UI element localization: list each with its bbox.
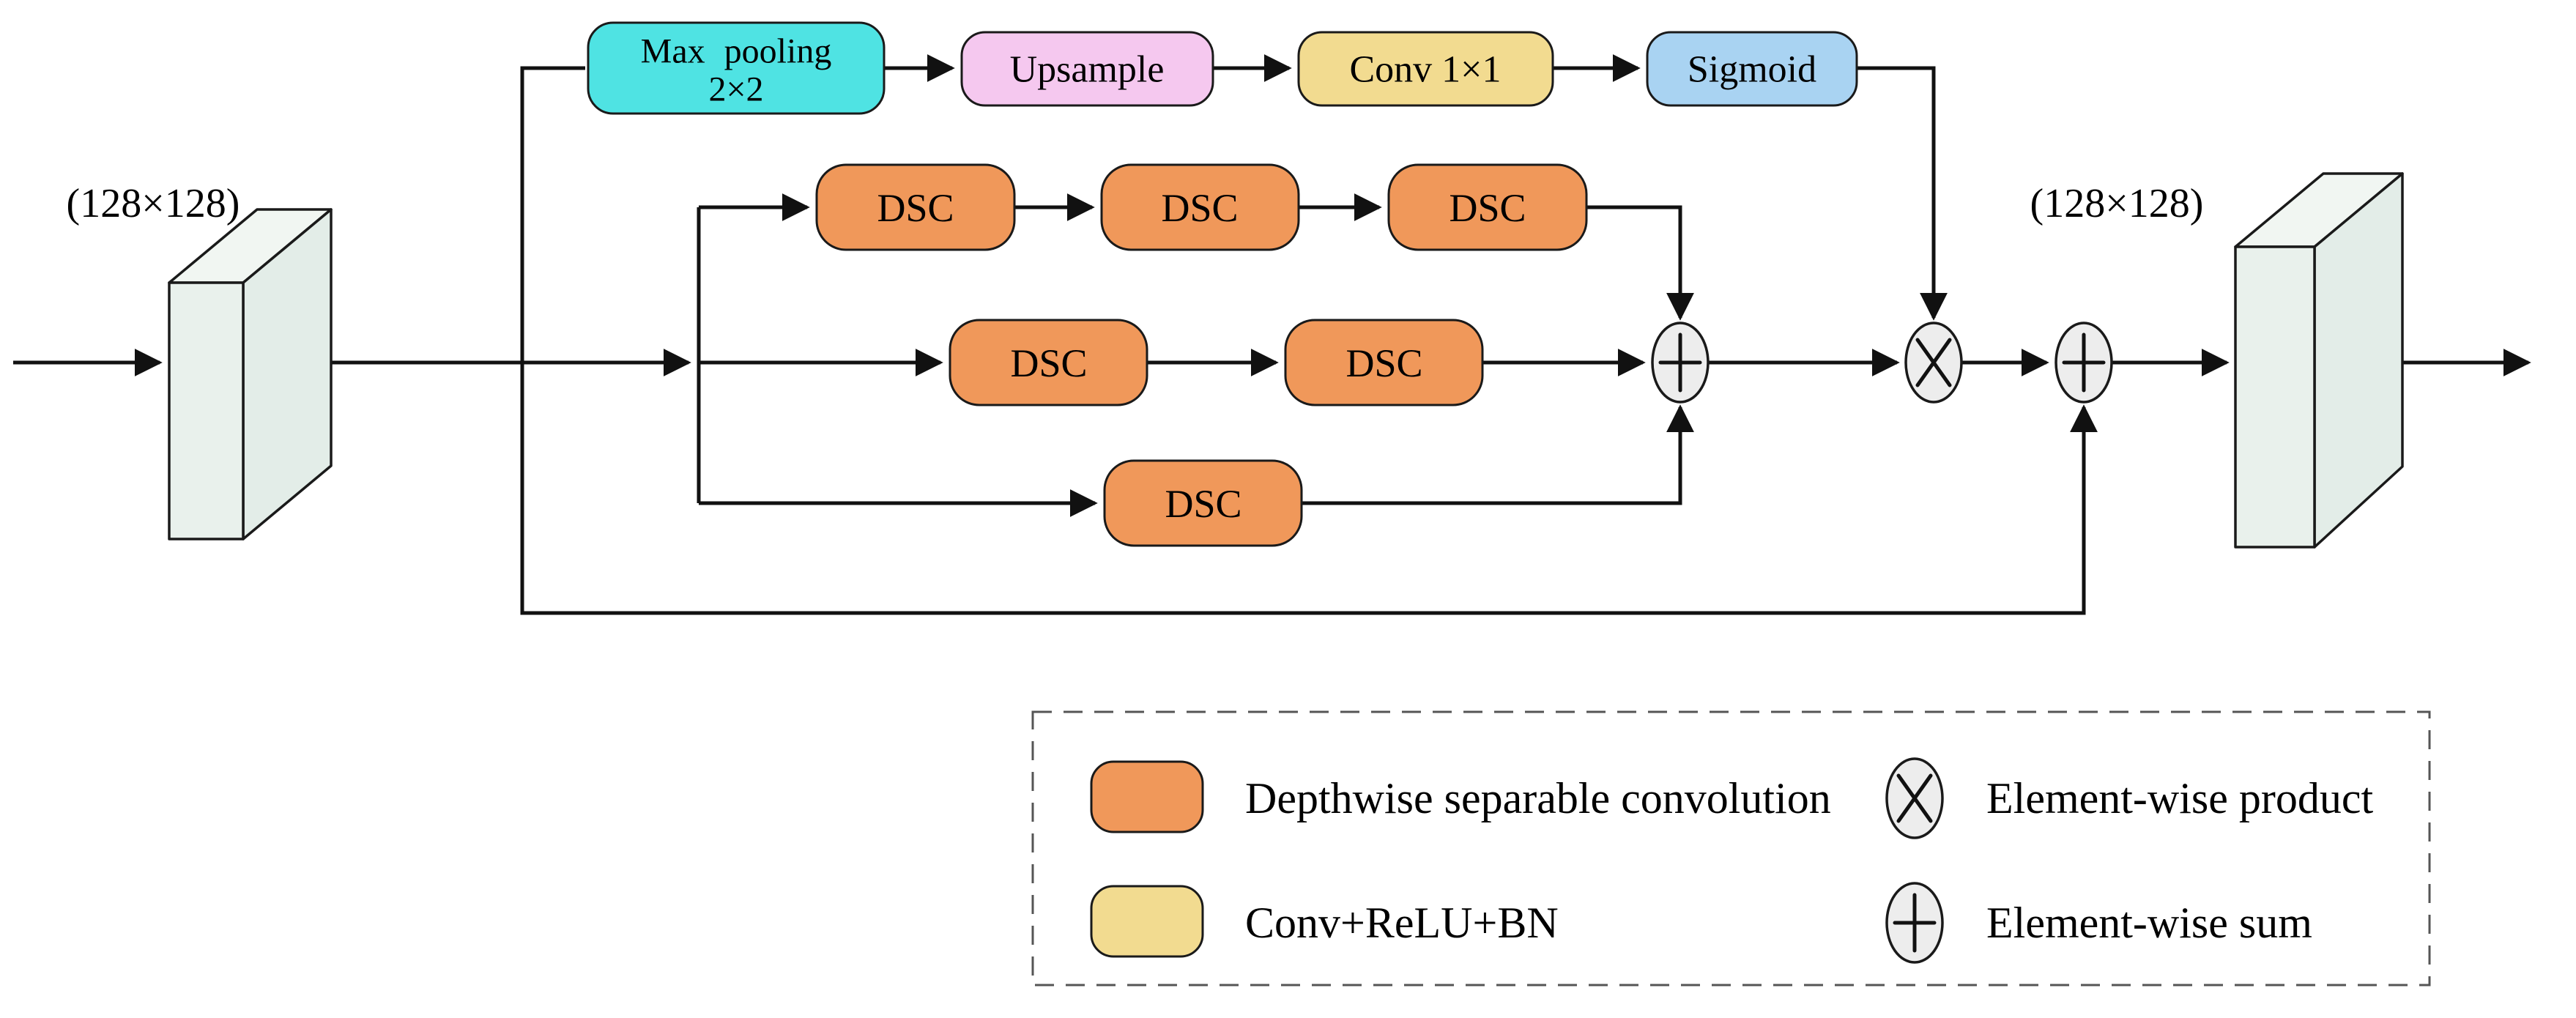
dsc-label: DSC: [1345, 341, 1422, 385]
dsc-label: DSC: [1449, 186, 1526, 230]
row1-out-arrow: [1586, 205, 1694, 321]
dsc-node-row2-2: DSC: [1284, 319, 1484, 406]
elementwise-sum-operator-2: [2055, 322, 2113, 404]
dsc-node-row1-2: DSC: [1100, 163, 1300, 251]
legend: Depthwise separable convolution Conv+ReL…: [1031, 710, 2431, 987]
dsc-node-row1-1: DSC: [815, 163, 1016, 251]
dsc-node-row2-1: DSC: [949, 319, 1148, 406]
sigmoid-out-arrow: [1857, 66, 1948, 321]
conv1x1-box: [1297, 31, 1554, 107]
dsc-swatch: [1090, 760, 1204, 833]
dsc-box: [815, 163, 1016, 251]
elementwise-sum-operator-1: [1651, 322, 1710, 404]
times-icon: [1896, 773, 1933, 823]
input-tensor: [168, 208, 333, 540]
maxpool-node: Max pooling 2×2: [587, 21, 886, 115]
dsc-box: [1103, 459, 1303, 547]
legend-item-dsc: Depthwise separable convolution: [1090, 760, 1831, 833]
row3-out-arrow: [1302, 404, 1694, 505]
plus-icon: [1658, 332, 1702, 393]
dsc-label: DSC: [1165, 482, 1241, 526]
dsc-box: [1284, 319, 1484, 406]
sigmoid-box: [1646, 31, 1858, 107]
legend-product-label: Element-wise product: [1986, 774, 2373, 822]
conv1x1-node: Conv 1×1: [1297, 31, 1554, 107]
output-size-label: (128×128): [2030, 181, 2204, 226]
maxpool-label-line2: 2×2: [708, 70, 763, 109]
output-tensor: [2234, 172, 2404, 549]
legend-sum-label: Element-wise sum: [1986, 899, 2312, 947]
input-tensor-front-face: [168, 281, 245, 540]
dsc-box: [1387, 163, 1588, 251]
dsc-node-row3-1: DSC: [1103, 459, 1303, 547]
legend-border: [1031, 710, 2431, 987]
maxpool-box: [587, 21, 886, 115]
dsc-box: [949, 319, 1148, 406]
upsample-node: Upsample: [960, 31, 1214, 107]
legend-conv-label: Conv+ReLU+BN: [1245, 899, 1559, 947]
conv1x1-label: Conv 1×1: [1349, 49, 1501, 91]
sigmoid-label: Sigmoid: [1688, 49, 1816, 91]
times-icon: [1915, 338, 1952, 387]
dsc-box: [1100, 163, 1300, 251]
upsample-label: Upsample: [1010, 49, 1165, 91]
plus-icon: [1893, 893, 1937, 953]
dsc-label: DSC: [1010, 341, 1087, 385]
legend-item-product: Element-wise product: [1885, 757, 2373, 839]
dsc-label: DSC: [1161, 186, 1238, 230]
input-size-label: (128×128): [67, 181, 240, 226]
conv-swatch: [1090, 885, 1204, 958]
skip-connection-line: [520, 66, 2098, 615]
elementwise-product-operator: [1904, 322, 1963, 404]
legend-item-conv: Conv+ReLU+BN: [1090, 885, 1559, 958]
legend-item-sum: Element-wise sum: [1885, 882, 2312, 964]
legend-dsc-label: Depthwise separable convolution: [1245, 774, 1831, 822]
maxpool-label-line1: Max pooling: [641, 32, 832, 71]
flow-connectors: [13, 54, 2531, 615]
dsc-label: DSC: [877, 186, 954, 230]
output-tensor-front-face: [2234, 245, 2316, 549]
sigmoid-node: Sigmoid: [1646, 31, 1858, 107]
dsc-node-row1-3: DSC: [1387, 163, 1588, 251]
plus-icon: [2062, 332, 2106, 393]
upsample-box: [960, 31, 1214, 107]
